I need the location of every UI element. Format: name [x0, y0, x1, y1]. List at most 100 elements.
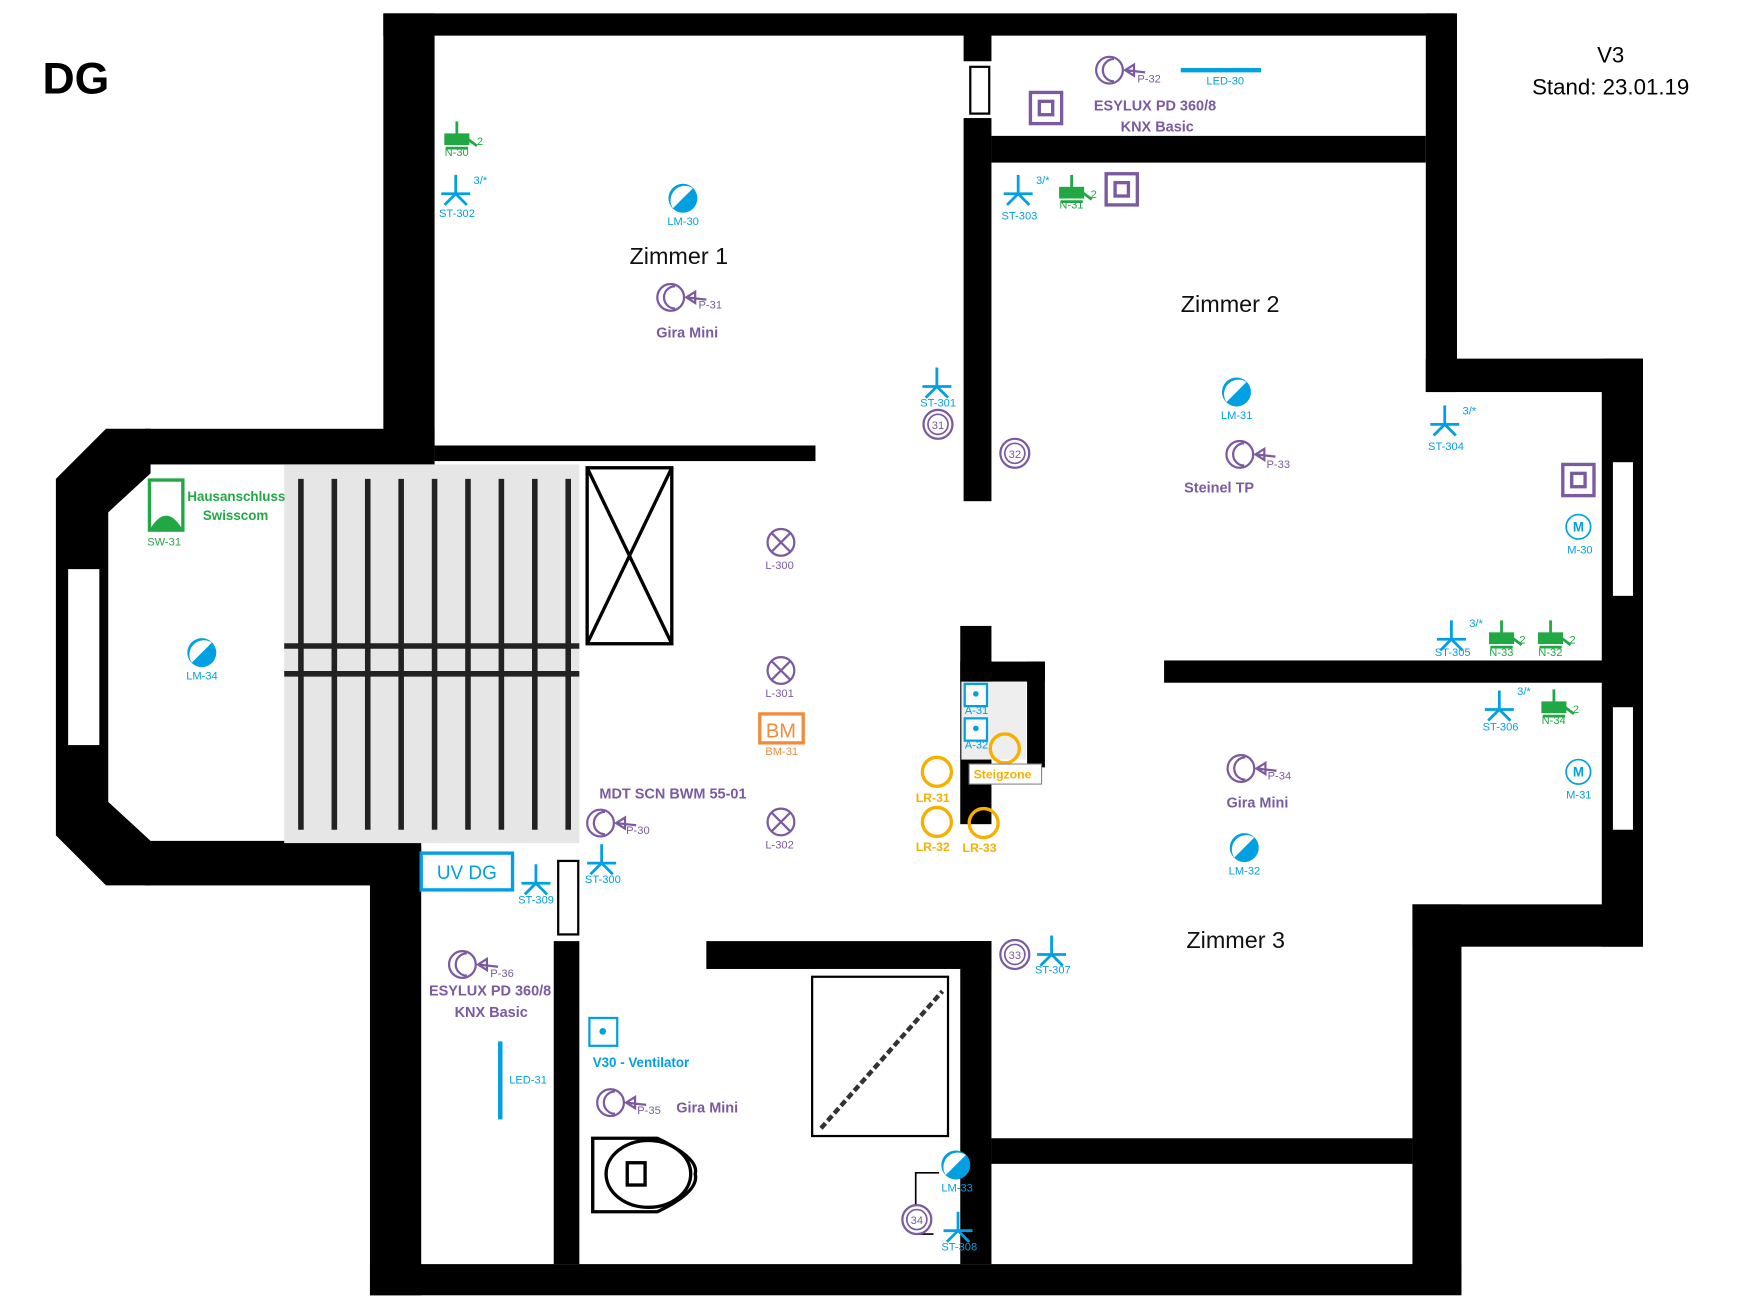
toilet [591, 1136, 698, 1214]
distribution-board-label: UV DG [437, 863, 497, 884]
count: 3/* [1517, 686, 1531, 698]
label-st302: ST-302 [439, 208, 475, 220]
label-lm32: LM-32 [1229, 865, 1261, 877]
stand-date: Stand: 23.01.19 [1532, 75, 1689, 100]
count: 2 [1519, 635, 1525, 647]
socket-icon [1435, 618, 1468, 652]
count: 2 [477, 136, 483, 148]
light-module-icon [668, 183, 698, 213]
lamp-icon [766, 527, 796, 557]
wiring [914, 1171, 940, 1235]
label-l301: L-301 [765, 688, 793, 700]
label-lm33: LM-33 [941, 1183, 973, 1195]
label-p31: P-31 [699, 300, 723, 312]
room-zimmer-3: Zimmer 3 [1186, 927, 1285, 953]
motion-detector-letters: BM [766, 720, 796, 742]
socket-icon [1002, 173, 1035, 207]
motor-letter: M [1573, 519, 1584, 534]
room-zimmer-1: Zimmer 1 [629, 243, 728, 269]
label-p36: P-36 [490, 968, 513, 980]
label-n30: N-30 [445, 147, 469, 159]
light-module-icon [187, 638, 217, 668]
count: 2 [1573, 704, 1579, 716]
label-st304: ST-304 [1428, 441, 1464, 453]
label-a31: A-31 [965, 705, 989, 717]
label-p33: P-33 [1267, 459, 1291, 471]
label-n33: N-33 [1489, 647, 1513, 659]
sensor-model: ESYLUX PD 360/8 [1094, 98, 1216, 114]
label-lr33: LR-33 [962, 841, 996, 855]
network-outlet-icon [1489, 618, 1523, 649]
house-connection-label: Hausanschluss [187, 489, 285, 504]
distribution-board [419, 851, 515, 892]
label-m31: M-31 [1566, 790, 1591, 802]
motor-letter: M [1573, 764, 1584, 779]
label-lm30: LM-30 [667, 216, 699, 228]
socket-icon [1035, 934, 1068, 968]
socket-icon [439, 173, 472, 207]
sensor-model-sub: KNX Basic [455, 1005, 528, 1021]
keypad-icon [1561, 462, 1596, 498]
keypad-icon [1028, 90, 1064, 126]
keypad-icon [1104, 172, 1140, 207]
house-connection-fill [149, 515, 183, 531]
network-outlet-icon [1541, 688, 1576, 718]
network-outlet-icon [1059, 173, 1094, 203]
count: 2 [1091, 189, 1097, 201]
light-module-icon [1221, 377, 1251, 407]
steigzone-label: Steigzone [974, 768, 1032, 782]
door-frame [557, 859, 580, 936]
count: 3/* [474, 175, 488, 187]
count: 3/* [1469, 618, 1483, 630]
label-l302: L-302 [765, 840, 793, 852]
lamp-icon [766, 656, 796, 685]
label-lm31: LM-31 [1221, 410, 1253, 422]
label-bm31: BM-31 [765, 746, 798, 758]
label-st307: ST-307 [1035, 964, 1071, 976]
sensor-model: MDT SCN BWM 55-01 [599, 787, 746, 803]
riser-icon [920, 755, 954, 788]
steigzone-box [968, 763, 1043, 785]
label-n31: N-31 [1059, 199, 1083, 211]
label-n34: N-34 [1542, 715, 1566, 727]
label-sw31: SW-31 [147, 537, 181, 549]
switch-number: 31 [932, 420, 944, 432]
switch-number: 33 [1009, 950, 1021, 962]
label-p35: P-35 [637, 1105, 661, 1117]
sensor-model: Gira Mini [656, 325, 718, 341]
sensor-model: Steinel TP [1184, 480, 1254, 496]
label-lm34: LM-34 [186, 670, 218, 682]
label-lr32: LR-32 [916, 840, 950, 854]
version: V3 [1597, 42, 1624, 67]
label-st300: ST-300 [585, 874, 621, 886]
socket-icon [920, 366, 953, 400]
switch-number: 34 [911, 1215, 923, 1227]
floor-title: DG [43, 55, 110, 104]
staircase [284, 464, 674, 844]
fan-label: V30 - Ventilator [593, 1055, 690, 1070]
riser-icon [920, 805, 954, 839]
switch-number: 32 [1009, 449, 1021, 461]
motion-detector-icon [758, 712, 805, 745]
shower [811, 975, 950, 1138]
walls [55, 13, 1643, 1296]
label-lr31: LR-31 [916, 791, 950, 805]
label-led31: LED-31 [509, 1075, 547, 1087]
label-st308: ST-308 [941, 1242, 977, 1254]
socket-icon [1483, 689, 1516, 722]
sensor-model: Gira Mini [1226, 795, 1288, 811]
room-zimmer-2: Zimmer 2 [1181, 291, 1280, 317]
label-p30: P-30 [626, 825, 650, 837]
sensor-model-sub: KNX Basic [1121, 119, 1194, 135]
socket-icon [1428, 404, 1461, 437]
label-st301: ST-301 [920, 398, 956, 410]
count: 3/* [1463, 405, 1477, 417]
label-st306: ST-306 [1483, 722, 1519, 734]
socket-icon [520, 862, 552, 896]
label-led30: LED-30 [1206, 76, 1244, 88]
socket-icon [585, 842, 618, 876]
label-p34: P-34 [1268, 771, 1292, 783]
light-module-icon [1229, 833, 1259, 863]
label-p32: P-32 [1137, 73, 1160, 85]
